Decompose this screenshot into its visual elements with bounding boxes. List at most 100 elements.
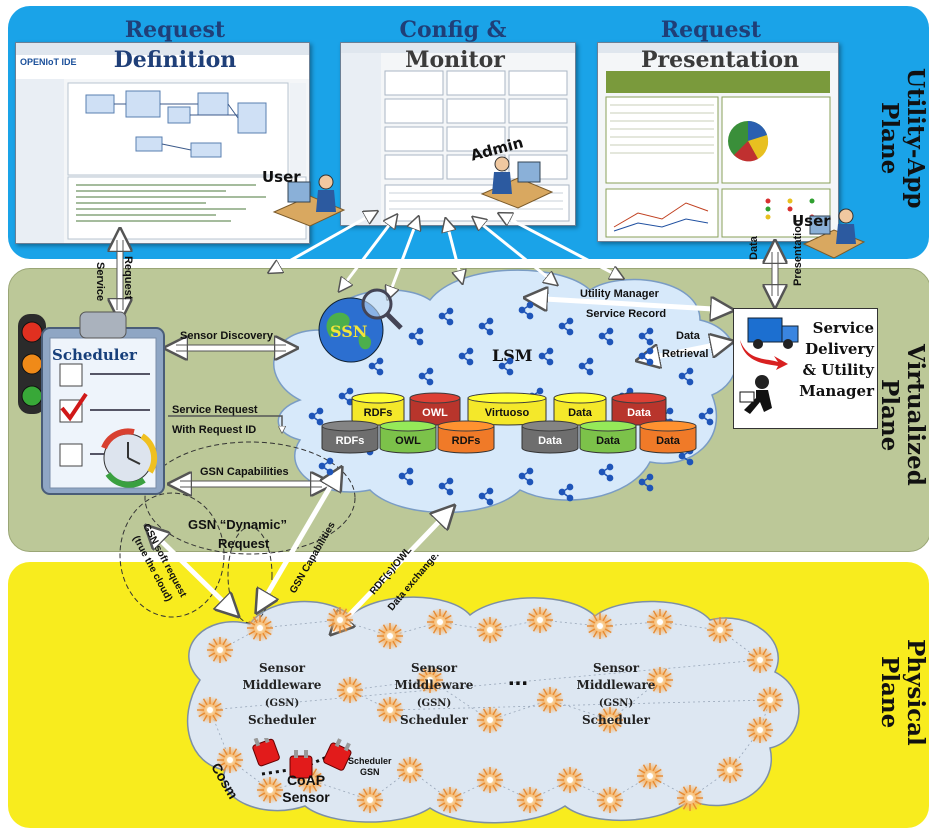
ssn-label: SSN (330, 322, 368, 341)
sensor-burst-icon (716, 756, 744, 784)
request-presentation-title-line2: Presentation (640, 47, 800, 73)
ellipsis-label: ... (508, 664, 529, 691)
sensor-burst-icon (516, 786, 544, 814)
database-bottom: Data (579, 420, 637, 454)
lsm-node (498, 357, 514, 376)
sensor-burst-icon (216, 746, 244, 774)
database-top: Data (611, 392, 667, 426)
database-label: Virtuoso (485, 407, 530, 419)
request-label: Request (122, 256, 134, 300)
lsm-node (578, 357, 594, 376)
database-label: OWL (395, 435, 421, 447)
database-top: RDFs (351, 392, 405, 426)
data-label: Data (676, 330, 700, 342)
user2-person-icon (802, 208, 866, 259)
sensor-burst-icon (376, 696, 404, 724)
database-bottom: OWL (379, 420, 437, 454)
request-definition-screenshot: OPENIoT IDE (15, 42, 310, 244)
lsm-node (318, 457, 334, 476)
database-bottom: Data (521, 420, 579, 454)
database-top: OWL (409, 392, 461, 426)
request-definition-title-line2: Definition (113, 47, 237, 73)
gsn-dynamic-label: GSN “Dynamic” (188, 517, 287, 532)
sensor-burst-icon (326, 606, 354, 634)
sensor-burst-icon (336, 676, 364, 704)
lsm-node (338, 387, 354, 406)
database-bottom: RDFs (437, 420, 495, 454)
sensor-burst-icon (706, 616, 734, 644)
lsm-node (478, 317, 494, 336)
lsm-node (638, 327, 654, 346)
middleware-3-label: Sensor Middleware (GSN) Scheduler (576, 661, 656, 727)
database-label: Data (596, 435, 621, 447)
database-top: Data (553, 392, 607, 426)
database-bottom: Data (639, 420, 697, 454)
sensor-burst-icon (206, 636, 234, 664)
database-label: RDFs (364, 407, 393, 419)
lsm-node (678, 447, 694, 466)
utility-manager-label: Utility Manager (580, 288, 659, 300)
data-presentation-label-1: Data (748, 236, 760, 260)
sensor-burst-icon (476, 616, 504, 644)
lsm-node (478, 487, 494, 506)
lsm-node (408, 327, 424, 346)
lsm-node (678, 367, 694, 386)
lsm-node (558, 317, 574, 336)
middleware-1-label: Sensor Middleware (GSN) Scheduler (242, 661, 322, 727)
sensor-burst-icon (396, 756, 424, 784)
lsm-label: LSM (492, 346, 533, 365)
sensor-burst-icon (676, 784, 704, 812)
service-record-label: Service Record (586, 308, 667, 320)
user2-label: User (792, 212, 831, 230)
lsm-node (538, 347, 554, 366)
database-label: RDFs (452, 435, 481, 447)
lsm-node (558, 483, 574, 502)
lsm-node (398, 467, 414, 486)
sensor-burst-icon (356, 786, 384, 814)
request-presentation-title-line1: Request (660, 17, 762, 43)
with-request-id-label: With Request ID (172, 424, 257, 436)
database-top: Virtuoso (467, 392, 547, 426)
request-presentation-screenshot (597, 42, 839, 242)
sensor-burst-icon (586, 612, 614, 640)
sensor-burst-icon (256, 776, 284, 804)
lsm-node (638, 473, 654, 492)
scheduler-gsn-label: Scheduler GSN (348, 756, 392, 777)
sensor-burst-icon (596, 786, 624, 814)
sensor-burst-icon (416, 666, 444, 694)
sensor-burst-icon (476, 766, 504, 794)
middleware-2-label: Sensor Middleware (GSN) Scheduler (394, 661, 474, 727)
sensor-burst-icon (376, 622, 404, 650)
openiot-logo: OPENIoT IDE (20, 57, 77, 67)
sensor-burst-icon (556, 766, 584, 794)
retrieval-label: Retrieval (662, 348, 709, 360)
service-label: Service (94, 262, 106, 302)
config-monitor-title-line2: Monitor (405, 47, 505, 73)
sensor-discovery-label: Sensor Discovery (180, 330, 273, 342)
data-presentation-label-2: Presentation (792, 219, 804, 286)
database-label: OWL (422, 407, 448, 419)
config-monitor-title-line1: Config & (399, 17, 507, 43)
sensor-burst-icon (526, 606, 554, 634)
database-bottom: RDFs (321, 420, 379, 454)
admin-person-icon (480, 156, 554, 209)
sensor-burst-icon (476, 706, 504, 734)
sensor-burst-field (196, 606, 784, 814)
sensor-burst-icon (746, 716, 774, 744)
scheduler-clipboard-icon (41, 311, 165, 495)
lsm-node (638, 347, 654, 366)
request-definition-title-line1: Request (124, 17, 226, 43)
lsm-node (368, 357, 384, 376)
traffic-light-icon (18, 314, 46, 414)
lsm-node (438, 477, 454, 496)
ssn-globe-icon (318, 288, 403, 363)
database-label: Data (627, 407, 652, 419)
lsm-node (438, 307, 454, 326)
sensor-burst-icon (536, 686, 564, 714)
user-label: User (262, 168, 301, 186)
database-label: Data (656, 435, 681, 447)
gsn-capabilities-label: GSN Capabilities (200, 466, 289, 478)
